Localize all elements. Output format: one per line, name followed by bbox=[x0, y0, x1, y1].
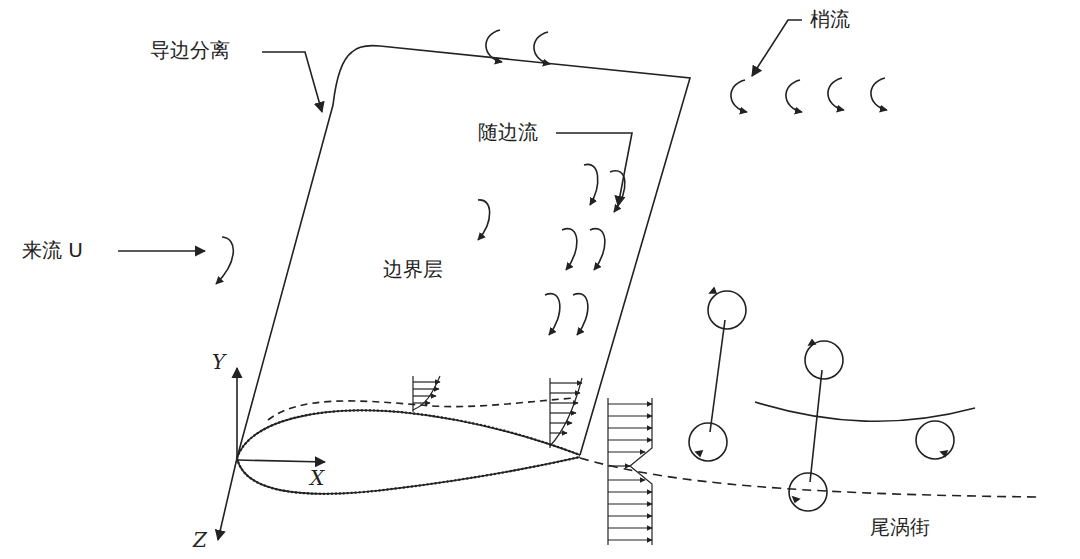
x-axis bbox=[237, 460, 325, 462]
z-axis bbox=[218, 458, 237, 540]
airfoil-section bbox=[237, 410, 580, 493]
blade-outline bbox=[237, 46, 690, 458]
velocity-profile bbox=[413, 376, 652, 545]
vortex-street bbox=[689, 288, 975, 511]
callout-label: 尾涡街 bbox=[870, 515, 930, 539]
callout-label: 梢流 bbox=[810, 7, 850, 31]
leader-line bbox=[556, 133, 632, 206]
tip-vortex bbox=[486, 30, 887, 112]
callout-label: 边界层 bbox=[383, 257, 443, 281]
leader-line bbox=[262, 52, 322, 112]
airfoil-section bbox=[237, 457, 580, 494]
trailing-edge-flow bbox=[545, 164, 625, 335]
inflow-curl bbox=[216, 237, 233, 284]
inflow-arrow bbox=[118, 250, 205, 252]
callout-label: 导边分离 bbox=[150, 38, 230, 62]
boundary-layer-curl bbox=[478, 200, 490, 240]
callout-label: 来流 U bbox=[22, 238, 83, 262]
leader-line bbox=[752, 20, 802, 76]
axis-label: Z bbox=[193, 528, 207, 552]
y-axis bbox=[236, 368, 238, 458]
airfoil-section bbox=[237, 410, 580, 458]
callout-label: 随边流 bbox=[478, 120, 538, 144]
boundary-layer-edge bbox=[268, 398, 575, 420]
axis-label: Y bbox=[212, 350, 225, 374]
axis-label: X bbox=[310, 466, 324, 490]
